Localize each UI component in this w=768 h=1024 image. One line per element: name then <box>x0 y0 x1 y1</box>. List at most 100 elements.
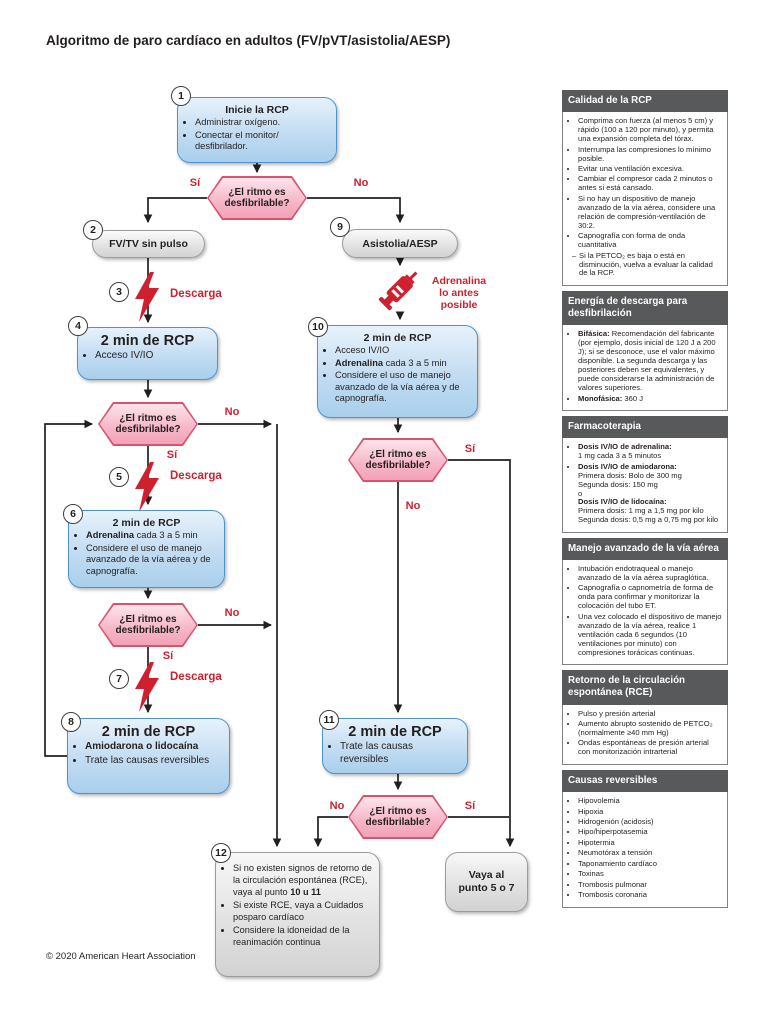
lightning-bolt-icon <box>135 272 159 322</box>
step-bullet: Amiodarona o lidocaína <box>85 741 225 754</box>
sidebar-bullet: Pulso y presión arterial <box>578 709 723 719</box>
step-bullet: Administrar oxígeno. <box>195 117 332 129</box>
step-number-5: 5 <box>109 467 129 487</box>
sidebar-bullet: Monofásica: 360 J <box>578 394 723 404</box>
step-box-8: 2 min de RCP Amiodarona o lidocaínaTrate… <box>67 718 230 794</box>
lightning-bolt-icon <box>135 462 159 512</box>
sidebar-bullet: Trombosis pulmonar <box>578 880 723 890</box>
step-title: 2 min de RCP <box>112 517 181 529</box>
sidebar-bullet: Hipotermia <box>578 838 723 848</box>
sidebar-section-title: Manejo avanzado de la vía aérea <box>562 537 728 561</box>
step-bullet: Trate las causas reversibles <box>85 755 225 768</box>
step-bullet: Si no existen signos de retorno de la ci… <box>233 863 375 899</box>
sidebar-bullet: Aumento abrupto sostenido de PETCO₂ (nor… <box>578 719 723 738</box>
shock-label: Descarga <box>170 470 222 482</box>
step-title: 2 min de RCP <box>348 724 442 740</box>
sidebar-section-title: Farmacoterapia <box>562 416 728 439</box>
branch-label-yes: Sí <box>162 650 174 662</box>
branch-label-yes: Sí <box>189 177 201 189</box>
step-number-12: 12 <box>211 843 231 863</box>
step-bullet: Adrenalina cada 3 a 5 min <box>86 530 220 542</box>
step-bullet: Considere la idoneidad de la reanimación… <box>233 925 375 949</box>
sidebar-section-title: Retorno de la circulación espontánea (RC… <box>562 670 728 705</box>
sidebar-section-manejo-via-aerea: Manejo avanzado de la vía aérea Intubaci… <box>562 537 728 666</box>
sidebar-bullet: Comprima con fuerza (al menos 5 cm) y rá… <box>578 116 723 144</box>
sidebar-bullet: Dosis IV/IO de adrenalina:1 mg cada 3 a … <box>578 442 723 461</box>
sidebar-bullet: Si la PETCO₂ es baja o está en disminuci… <box>572 251 723 279</box>
branch-label-no: No <box>329 800 345 812</box>
copyright: © 2020 American Heart Association <box>46 951 196 962</box>
sidebar-bullet: Si no hay un dispositivo de manejo avanz… <box>578 194 723 231</box>
step-number-6: 6 <box>63 504 83 524</box>
step-box-12: Si no existen signos de retorno de la ci… <box>215 852 380 977</box>
page-title: Algoritmo de paro cardíaco en adultos (F… <box>46 33 451 48</box>
step-box-2: FV/TV sin pulso <box>92 230 205 258</box>
sidebar-bullet: Hipovolemia <box>578 796 723 806</box>
step-box-1: Inicie la RCP Administrar oxígeno.Conect… <box>177 97 337 163</box>
step-bullet: Conectar el monitor/desfibrilador. <box>195 130 332 153</box>
sidebar-section-calidad-rcp: Calidad de la RCP Comprima con fuerza (a… <box>562 90 728 286</box>
step-title: 2 min de RCP <box>100 333 195 349</box>
sidebar-section-farmacoterapia: Farmacoterapia Dosis IV/IO de adrenalina… <box>562 416 728 533</box>
sidebar-section-rce: Retorno de la circulación espontánea (RC… <box>562 670 728 765</box>
step-box-10: 2 min de RCP Acceso IV/IOAdrenalina cada… <box>317 325 478 418</box>
step-box-4: 2 min de RCP Acceso IV/IO <box>77 327 218 380</box>
sidebar-section-causas-reversibles: Causas reversibles HipovolemiaHipoxiaHid… <box>562 769 728 908</box>
step-box-6: 2 min de RCP Adrenalina cada 3 a 5 minCo… <box>68 510 225 588</box>
sidebar-bullet: Capnografía con forma de onda cuantitati… <box>578 231 723 250</box>
branch-label-yes: Sí <box>464 800 476 812</box>
step-number-4: 4 <box>68 316 88 336</box>
step-number-9: 9 <box>330 217 350 237</box>
branch-label-no: No <box>224 607 240 619</box>
sidebar-bullet: Trombosis coronaria <box>578 890 723 900</box>
sidebar: Calidad de la RCP Comprima con fuerza (a… <box>562 90 728 908</box>
step-number-11: 11 <box>319 710 339 730</box>
branch-label-yes: Sí <box>464 443 476 455</box>
step-number-8: 8 <box>61 712 81 732</box>
sidebar-bullet: Ondas espontáneas de presión arterial co… <box>578 738 723 757</box>
branch-label-yes: Sí <box>166 449 178 461</box>
step-bullet: Considere el uso de manejo avanzado de l… <box>86 543 220 578</box>
step-title: 2 min de RCP <box>363 332 432 344</box>
sidebar-bullet: Una vez colocado el dispositivo de manej… <box>578 612 723 658</box>
step-bullet: Adrenalina cada 3 a 5 min <box>335 358 473 370</box>
sidebar-bullet: Intubación endotraqueal o manejo avanzad… <box>578 564 723 583</box>
sidebar-bullet: Cambiar el compresor cada 2 minutos o an… <box>578 174 723 193</box>
step-number-10: 10 <box>308 317 328 337</box>
step-title: Inicie la RCP <box>225 104 289 116</box>
step-number-2: 2 <box>83 220 103 240</box>
sidebar-bullet: Hipo/hiperpotasemia <box>578 827 723 837</box>
branch-label-no: No <box>353 177 369 189</box>
step-bullet: Acceso IV/IO <box>95 350 213 363</box>
sidebar-bullet: Neumotórax a tensión <box>578 848 723 858</box>
sidebar-bullet: Toxinas <box>578 869 723 879</box>
sidebar-section-title: Causas reversibles <box>562 769 728 793</box>
sidebar-bullet: Hipoxia <box>578 807 723 817</box>
sidebar-bullet: Dosis IV/IO de amiodarona:Primera dosis:… <box>578 462 723 526</box>
sidebar-bullet: Taponamiento cardíaco <box>578 859 723 869</box>
step-bullet: Trate las causas reversibles <box>340 741 463 766</box>
step-number-7: 7 <box>109 669 129 689</box>
step-bullet: Acceso IV/IO <box>335 345 473 357</box>
branch-label-no: No <box>224 406 240 418</box>
syringe-icon <box>378 271 418 311</box>
sidebar-bullet: Interrumpa las compresiones lo mínimo po… <box>578 145 723 164</box>
shock-label: Descarga <box>170 671 222 683</box>
step-number-3: 3 <box>109 282 129 302</box>
branch-label-no: No <box>405 500 421 512</box>
sidebar-section-energia-descarga: Energía de descarga para desfibrilación … <box>562 290 728 412</box>
step-box-11: 2 min de RCP Trate las causas reversible… <box>322 718 468 774</box>
step-number-1: 1 <box>171 86 191 106</box>
